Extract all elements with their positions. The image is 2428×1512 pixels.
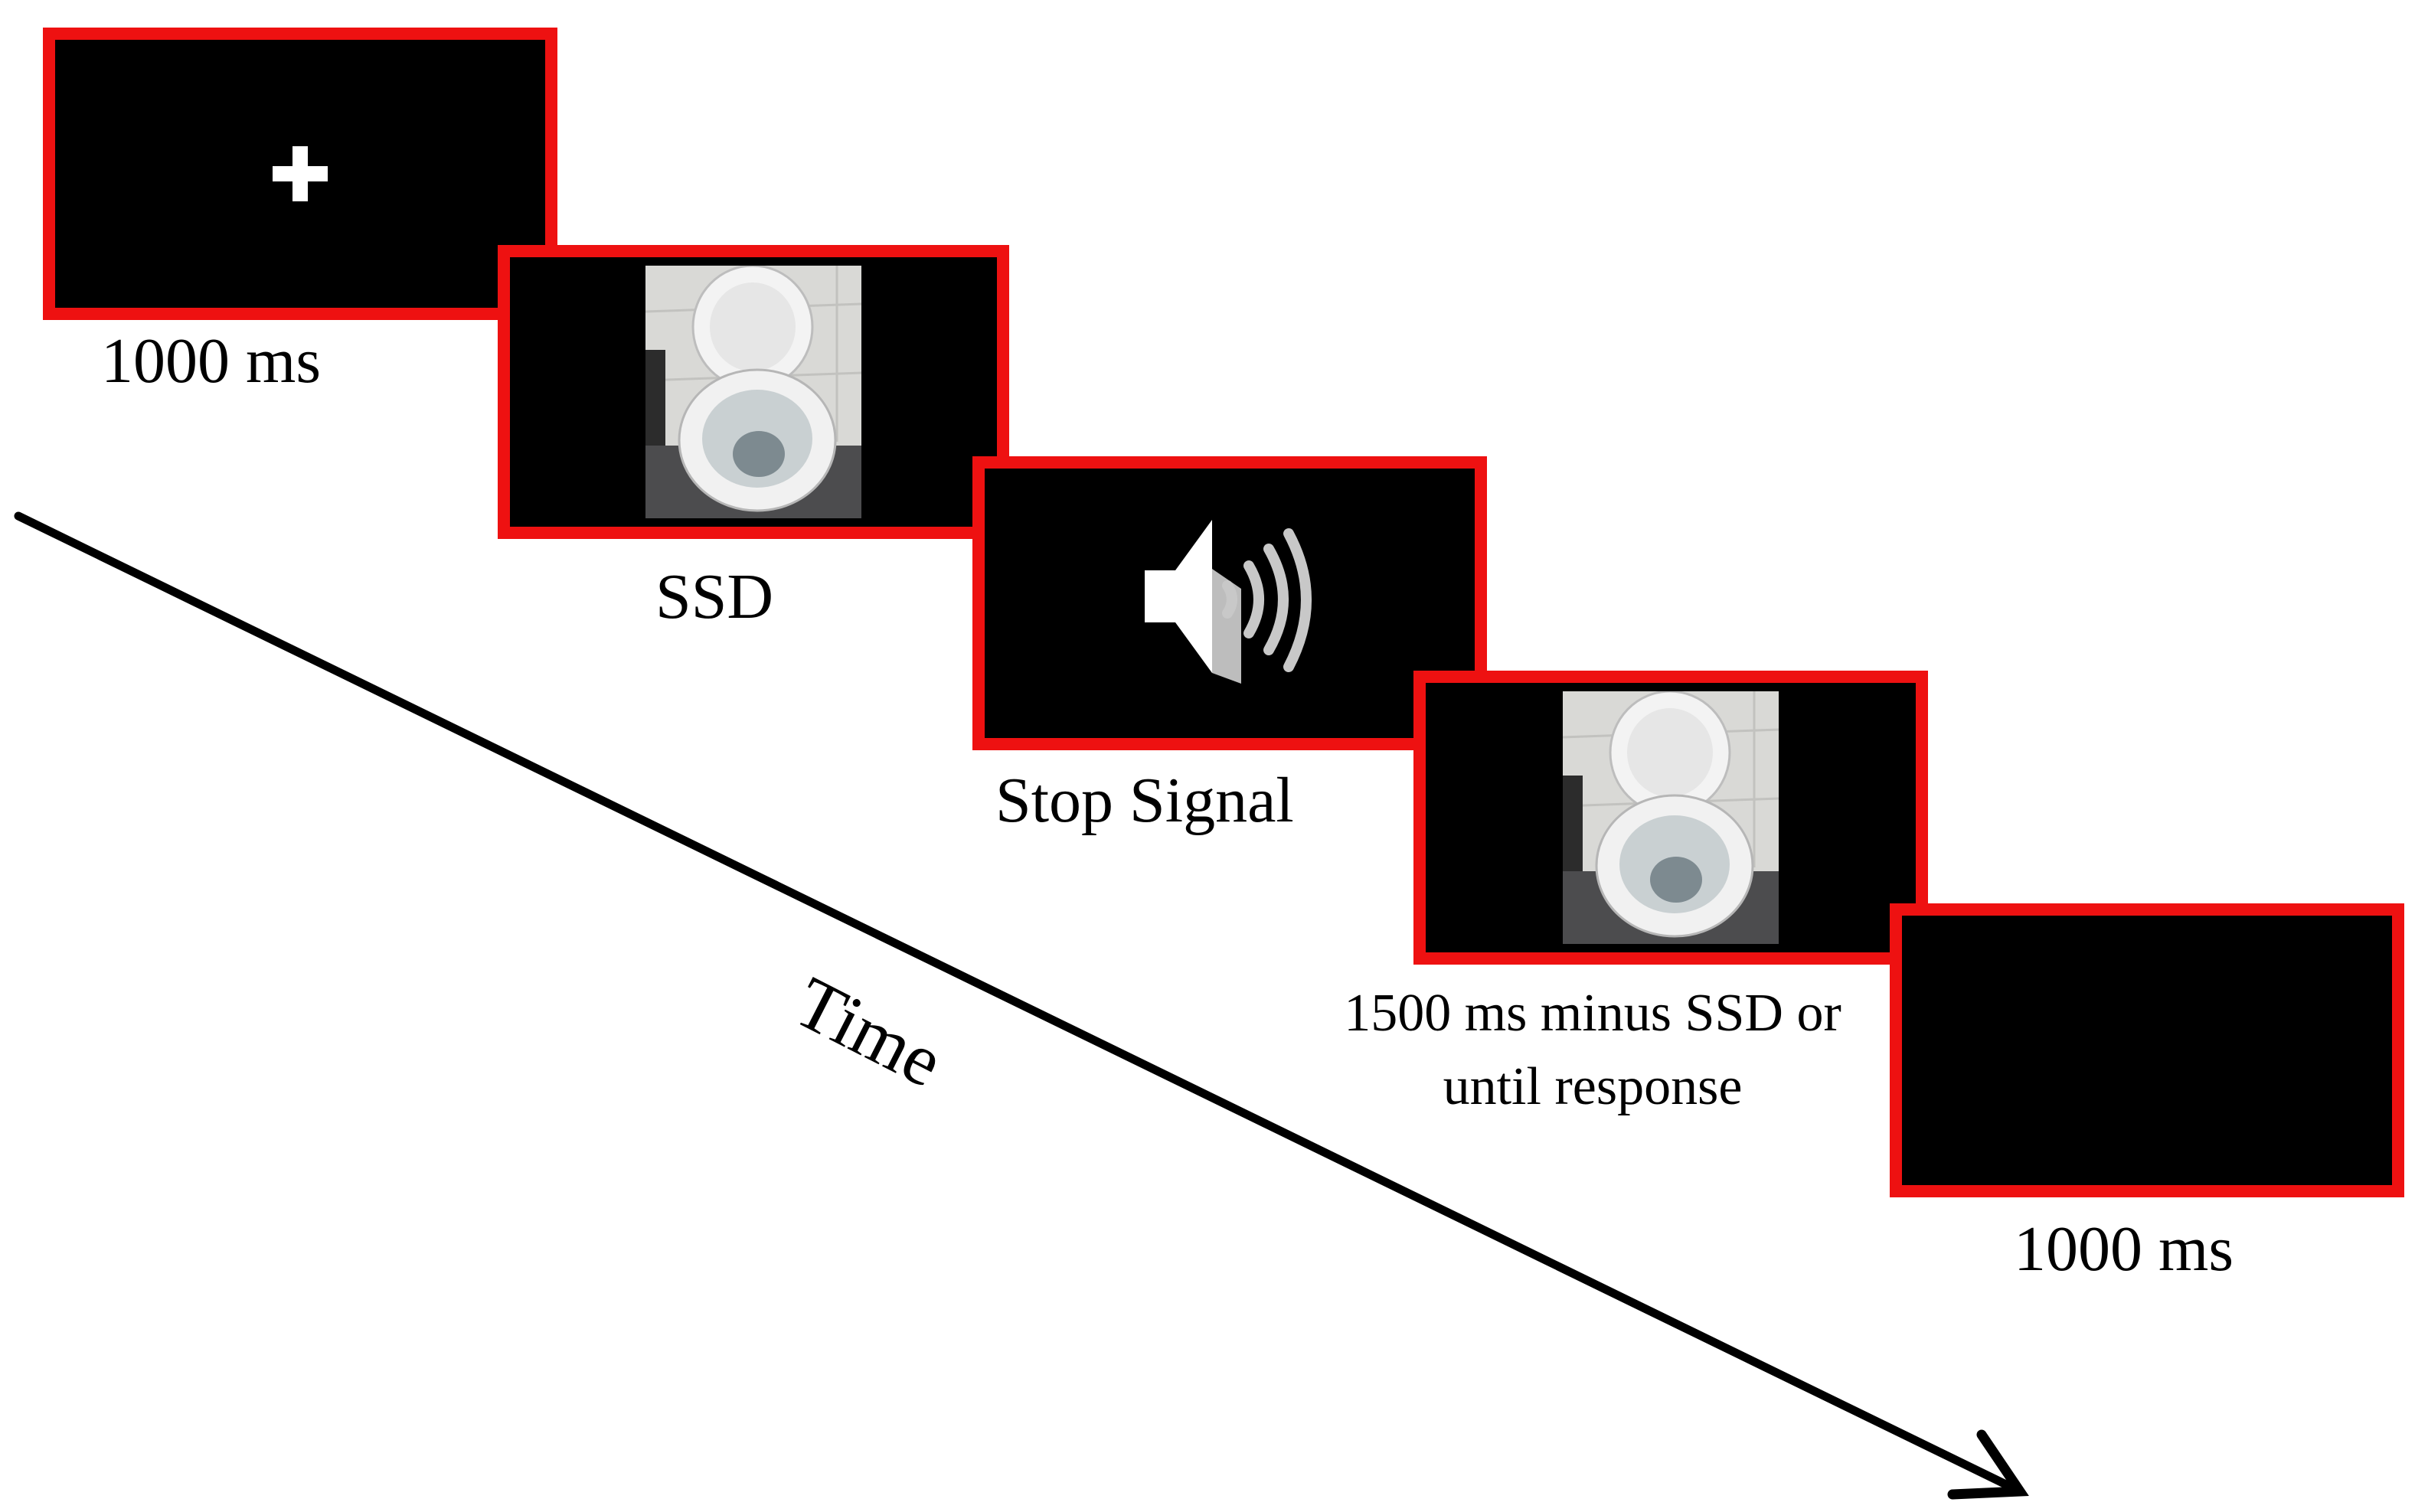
- time-arrow-line: [14, 511, 2018, 1493]
- speaker-icon: [1142, 515, 1318, 691]
- fixation-duration-label: 1000 ms: [101, 325, 322, 397]
- response-window-label-line-2: until response: [1443, 1057, 1743, 1116]
- go-stimulus-screen: [498, 245, 1009, 539]
- toilet-image: [645, 266, 861, 518]
- fixation-screen: [43, 28, 557, 320]
- blank-screen: [1890, 903, 2404, 1197]
- stop-signal-screen: [972, 456, 1487, 750]
- blank-duration-label: 1000 ms: [2014, 1213, 2234, 1285]
- ssd-label: SSD: [655, 561, 774, 632]
- stop-signal-label: Stop Signal: [995, 765, 1294, 836]
- response-window-screen: [1413, 671, 1928, 965]
- response-window-label-line-1: 1500 ms minus SSD or: [1344, 984, 1841, 1043]
- time-arrow-head: [1947, 1429, 2029, 1500]
- response-window-label: 1500 ms minus SSD or until response: [1344, 977, 1841, 1124]
- fixation-cross-icon: [273, 146, 328, 201]
- toilet-image: [1563, 691, 1779, 944]
